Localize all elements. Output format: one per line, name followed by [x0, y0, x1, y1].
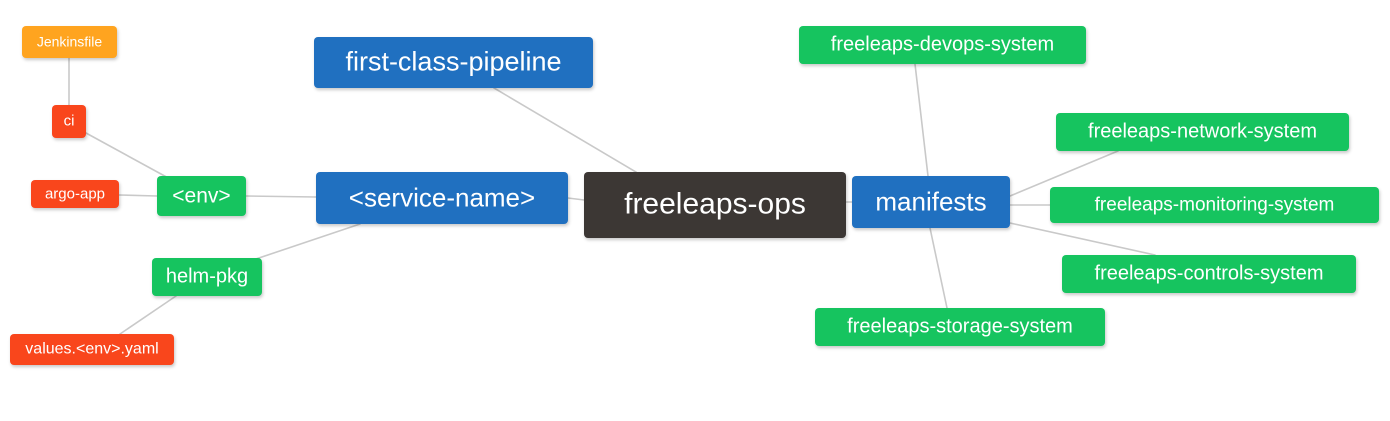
node-freeleaps-storage-system[interactable]: freeleaps-storage-system: [815, 308, 1105, 346]
node-argo-app[interactable]: argo-app: [31, 180, 119, 208]
node-freeleaps-network-system[interactable]: freeleaps-network-system: [1056, 113, 1349, 151]
node-freeleaps-controls-system[interactable]: freeleaps-controls-system: [1062, 255, 1356, 293]
node-label-ci: ci: [63, 112, 75, 130]
edge-values-yaml-to-helm-pkg: [119, 295, 177, 335]
node-label-freeleaps-controls-system: freeleaps-controls-system: [1094, 262, 1324, 285]
edge-manifests-to-freeleaps-controls-system: [1009, 222, 1156, 256]
node-label-env: <env>: [172, 184, 231, 208]
edge-env-to-service-name: [245, 195, 317, 198]
node-freeleaps-monitoring-system[interactable]: freeleaps-monitoring-system: [1050, 187, 1379, 223]
edge-argo-app-to-env: [118, 194, 158, 197]
edge-first-class-pipeline-to-freeleaps-ops: [493, 87, 637, 173]
edge-manifests-to-freeleaps-devops-system: [914, 63, 929, 177]
node-label-freeleaps-storage-system: freeleaps-storage-system: [847, 315, 1073, 338]
node-manifests[interactable]: manifests: [852, 176, 1010, 228]
edge-helm-pkg-to-service-name: [243, 223, 361, 264]
node-ci[interactable]: ci: [52, 105, 86, 138]
node-label-freeleaps-network-system: freeleaps-network-system: [1088, 120, 1317, 143]
node-label-first-class-pipeline: first-class-pipeline: [345, 46, 562, 77]
edge-service-name-to-freeleaps-ops: [567, 197, 585, 201]
node-label-values-yaml: values.<env>.yaml: [25, 340, 159, 358]
node-label-manifests: manifests: [875, 186, 987, 217]
node-values-yaml[interactable]: values.<env>.yaml: [10, 334, 174, 365]
node-freeleaps-devops-system[interactable]: freeleaps-devops-system: [799, 26, 1086, 64]
node-freeleaps-ops[interactable]: freeleaps-ops: [584, 172, 846, 238]
node-label-argo-app: argo-app: [44, 185, 106, 203]
node-label-jenkinsfile: Jenkinsfile: [36, 33, 103, 50]
node-label-freeleaps-monitoring-system: freeleaps-monitoring-system: [1094, 194, 1335, 216]
node-service-name[interactable]: <service-name>: [316, 172, 568, 224]
edge-ci-to-env: [85, 132, 173, 181]
node-jenkinsfile[interactable]: Jenkinsfile: [22, 26, 117, 58]
edge-manifests-to-freeleaps-storage-system: [929, 227, 948, 309]
node-helm-pkg[interactable]: helm-pkg: [152, 258, 262, 296]
node-label-freeleaps-devops-system: freeleaps-devops-system: [830, 33, 1055, 56]
node-first-class-pipeline[interactable]: first-class-pipeline: [314, 37, 593, 88]
node-label-freeleaps-ops: freeleaps-ops: [624, 187, 806, 221]
node-label-helm-pkg: helm-pkg: [165, 265, 249, 288]
node-label-service-name: <service-name>: [348, 182, 536, 213]
node-env[interactable]: <env>: [157, 176, 246, 216]
